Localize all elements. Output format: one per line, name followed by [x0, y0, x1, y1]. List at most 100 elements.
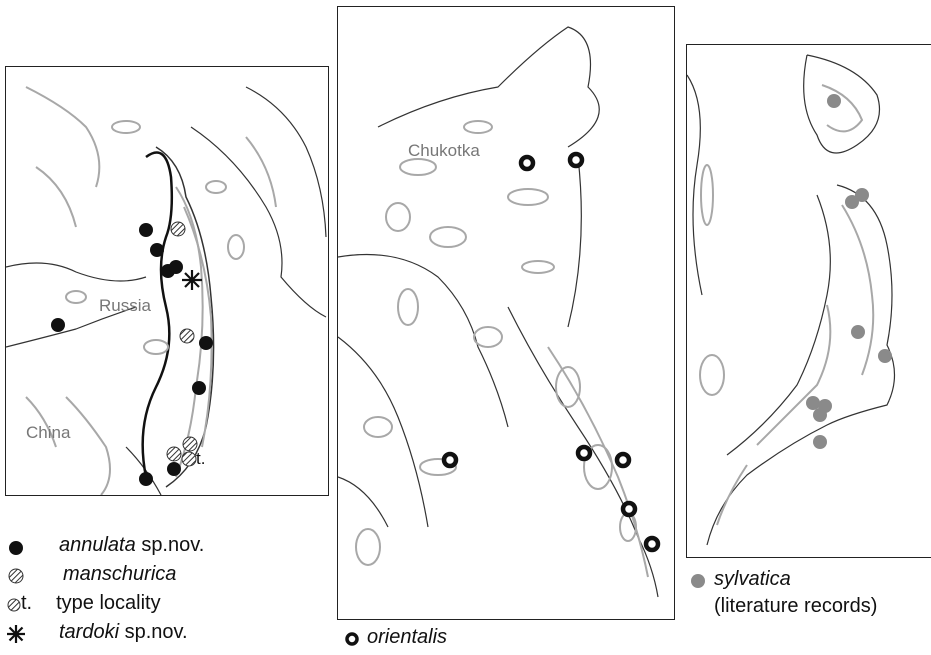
sylvatica-point	[806, 396, 820, 410]
coastline	[507, 306, 659, 598]
legend-manschurica: manschurica	[5, 563, 176, 586]
legend-sylvatica-name: sylvatica	[714, 568, 791, 590]
orientalis-point	[441, 451, 459, 469]
manschurica-point	[182, 436, 198, 452]
contour	[841, 204, 875, 376]
border-line	[141, 151, 174, 478]
annulata-point	[150, 243, 164, 257]
contour	[205, 180, 227, 194]
far-east-map	[6, 86, 327, 495]
contour	[716, 464, 748, 526]
coastline	[6, 262, 147, 282]
legend-sylvatica-note-text: (literature records)	[714, 595, 878, 617]
map-panel-chukotka: Chukotka	[337, 6, 675, 620]
contour	[35, 166, 77, 228]
orientalis-point	[567, 151, 585, 169]
contour	[363, 416, 393, 438]
label-russia: Russia	[99, 296, 151, 315]
annulata-point	[169, 260, 183, 274]
ring-icon	[341, 627, 367, 649]
contour	[355, 528, 381, 566]
orientalis-point	[518, 154, 536, 172]
contour	[419, 458, 457, 476]
legend-annulata-name: annulata	[59, 534, 136, 556]
contour	[385, 202, 411, 232]
legend-type-locality: t. type locality	[5, 592, 161, 615]
annulata-point	[139, 472, 153, 486]
contour	[463, 120, 493, 134]
coastline	[726, 194, 831, 456]
manschurica-point	[179, 328, 195, 344]
map-panel-far-east: Russia China t.	[5, 66, 329, 496]
filled-circle-icon	[5, 535, 31, 557]
legend-orientalis-name: orientalis	[367, 626, 448, 648]
orientalis-point	[575, 444, 593, 462]
contour	[65, 290, 87, 304]
manschurica-point	[170, 221, 186, 237]
sylvatica-point	[813, 435, 827, 449]
coastline	[338, 253, 509, 428]
legend-annulata-suffix: sp.nov.	[141, 534, 205, 556]
sylvatica-point	[845, 195, 859, 209]
legend-annulata: annulata sp.nov.	[5, 534, 204, 557]
contour	[821, 84, 864, 133]
annulata-point	[51, 318, 65, 332]
legend-type-mark: t.	[21, 592, 33, 614]
hatched-circle-icon	[5, 564, 31, 586]
contour	[521, 260, 555, 274]
contour	[25, 396, 57, 448]
annulata-point	[139, 223, 153, 237]
japan-map	[687, 54, 896, 546]
coastline	[687, 74, 703, 296]
manschurica-point	[181, 451, 197, 467]
coastline	[706, 184, 896, 546]
sylvatica-point	[813, 408, 827, 422]
sylvatica-point	[855, 188, 869, 202]
contour	[397, 288, 419, 326]
contour	[227, 234, 245, 260]
legend-manschurica-name: manschurica	[63, 563, 177, 585]
contour	[507, 188, 549, 206]
contour	[143, 339, 169, 355]
sylvatica-point	[878, 349, 892, 363]
chukotka-map	[338, 26, 661, 598]
contour	[473, 326, 503, 348]
legend-tardoki: tardoki sp.nov.	[5, 621, 188, 644]
legend-orientalis: orientalis	[341, 626, 447, 649]
contour	[756, 304, 832, 446]
orientalis-point	[643, 535, 661, 553]
label-chukotka: Chukotka	[408, 141, 480, 160]
contour	[429, 226, 467, 248]
contour	[111, 120, 141, 134]
annulata-point	[167, 462, 181, 476]
hatched-circle-icon	[5, 593, 21, 615]
coastline	[190, 126, 327, 318]
label-china: China	[26, 423, 71, 442]
contour	[399, 158, 437, 176]
coastline	[155, 146, 215, 488]
coastline	[245, 86, 327, 238]
tardoki-point	[182, 270, 202, 290]
contour	[555, 366, 581, 408]
orientalis-point	[614, 451, 632, 469]
contour	[583, 444, 613, 490]
legend-sylvatica: sylvatica	[688, 568, 791, 591]
contour	[699, 354, 725, 396]
map-panel-japan	[686, 44, 931, 558]
sylvatica-point	[851, 325, 865, 339]
manschurica-point	[166, 446, 182, 462]
contour	[175, 186, 204, 478]
annulata-point	[192, 381, 206, 395]
contour	[183, 206, 213, 448]
coastline	[567, 156, 582, 328]
coastline	[803, 54, 881, 154]
legend-type-locality-text: type locality	[56, 592, 161, 614]
legend-tardoki-name: tardoki	[59, 621, 120, 643]
contour	[700, 164, 714, 226]
legend-sylvatica-note: (literature records)	[714, 595, 877, 618]
contour	[65, 396, 111, 495]
grey-circle-icon	[688, 569, 714, 591]
orientalis-point	[620, 500, 638, 518]
coastline	[338, 336, 429, 528]
coastline	[377, 26, 600, 148]
